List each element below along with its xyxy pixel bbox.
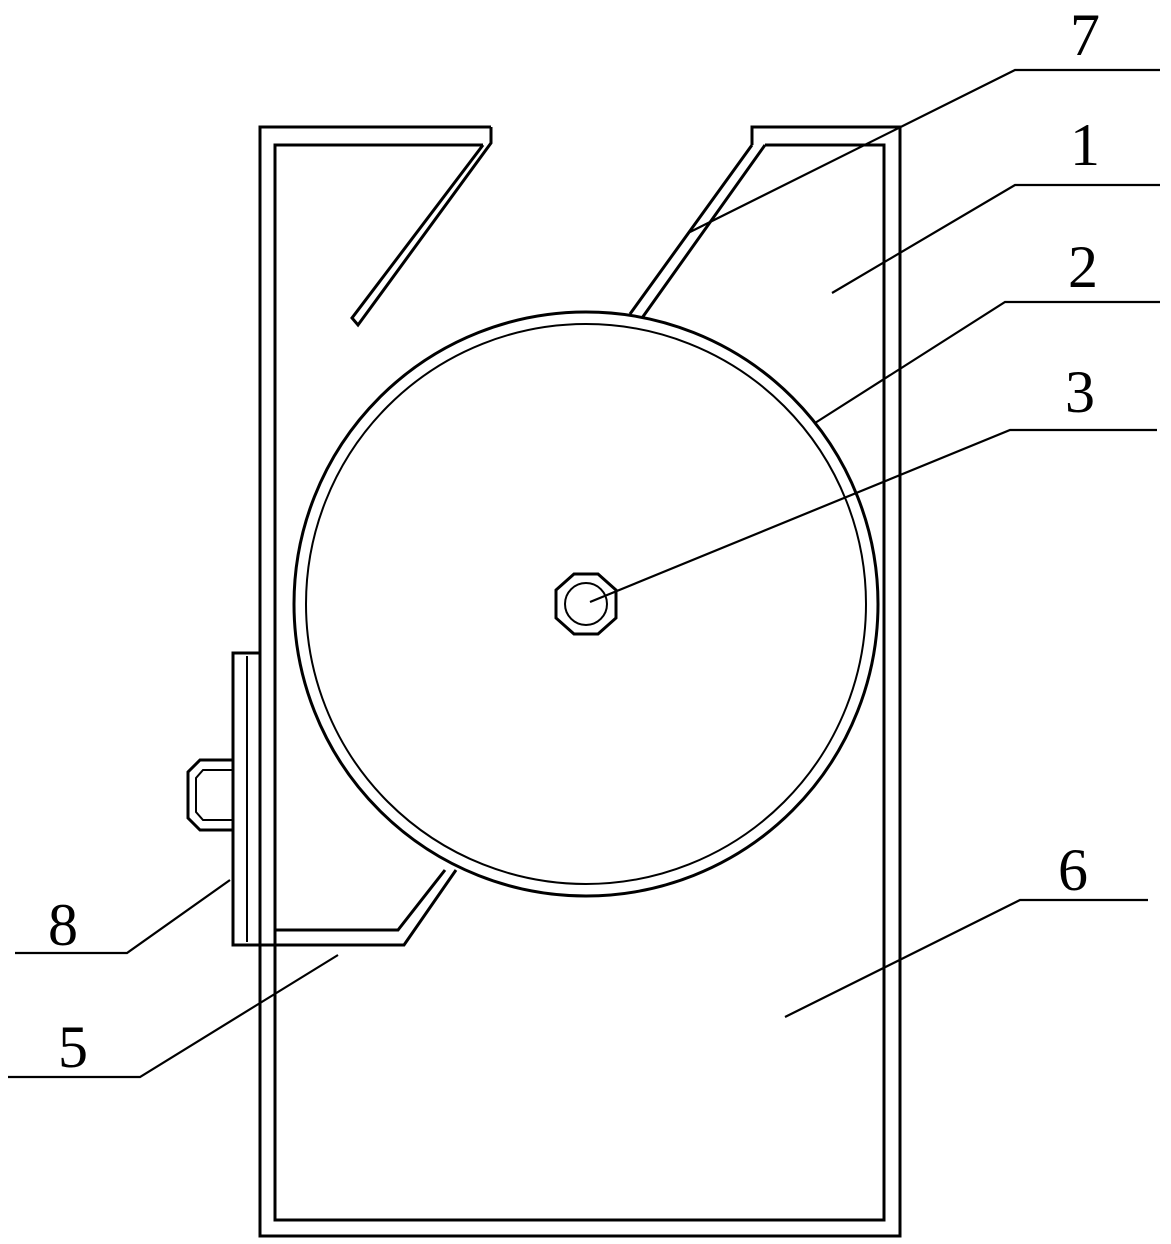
part-labels: 7 1 2 3 6 8 5 (48, 2, 1100, 1080)
leader-5 (8, 954, 339, 1079)
leader-lines (8, 68, 1160, 1079)
drum-inner-wall (305, 323, 867, 885)
shaft-outer (554, 572, 618, 636)
discharge-tray (260, 869, 458, 947)
leader-8 (15, 879, 231, 955)
knob (186, 758, 233, 832)
left-inclined-baffle (350, 127, 493, 328)
leader-6 (784, 898, 1148, 1018)
leader-3 (589, 428, 1157, 604)
leader-7 (689, 68, 1160, 233)
feed-chute (628, 144, 767, 319)
housing-outer-wall (258, 125, 902, 1238)
leader-1 (831, 183, 1160, 294)
label-1: 1 (1070, 112, 1100, 178)
drum (292, 310, 880, 898)
side-mount (186, 651, 262, 947)
housing-inner-wall (273, 143, 886, 1222)
label-5: 5 (58, 1014, 88, 1080)
label-7: 7 (1070, 2, 1100, 68)
knob-inner (195, 769, 233, 821)
label-2: 2 (1068, 234, 1098, 300)
label-3: 3 (1065, 359, 1095, 425)
shaft (554, 572, 618, 636)
drum-outer-wall (292, 310, 880, 898)
shaft-inner (564, 582, 608, 626)
mount-plate (231, 651, 262, 947)
label-8: 8 (48, 892, 78, 958)
housing (258, 125, 902, 1238)
leader-2 (814, 300, 1160, 424)
label-6: 6 (1058, 837, 1088, 903)
